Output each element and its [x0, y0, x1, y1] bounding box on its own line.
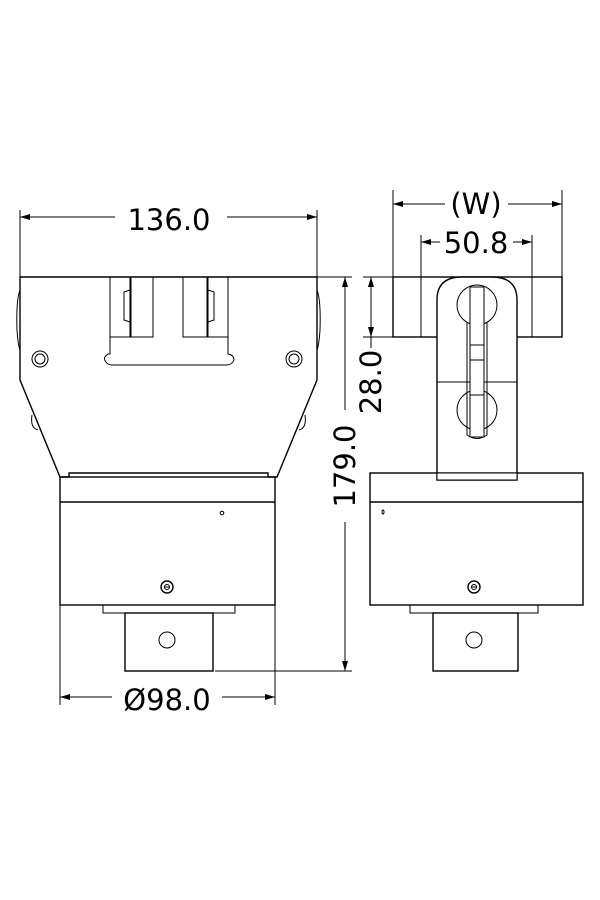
dimension-label-front-width: 136.0: [127, 203, 210, 237]
side-body: [369, 472, 584, 606]
dimension-label-clevis-width: 50.8: [444, 226, 509, 260]
right-jaw-slot: [182, 276, 229, 338]
shank-hole: [465, 631, 483, 649]
front-shank: [124, 612, 214, 672]
left-jaw-slot: [109, 276, 154, 338]
mount-hole-left: [31, 350, 49, 368]
shank-hole: [158, 631, 176, 649]
dimension-label-diameter: Ø98.0: [123, 683, 210, 717]
screw-icon: [160, 580, 174, 594]
dimension-label-top-height: 28.0: [354, 350, 388, 415]
dimension-98: Ø98.0: [59, 605, 276, 717]
side-flange: [409, 604, 539, 614]
dimension-179: 179.0: [215, 276, 362, 672]
front-body: [59, 476, 276, 606]
front-view: [16, 276, 321, 672]
front-top-plate: [19, 276, 318, 478]
dimension-136: 136.0: [19, 203, 318, 277]
front-flange: [102, 604, 236, 614]
jaw-ledge: [103, 337, 235, 366]
dimension-28: 28.0: [354, 276, 393, 415]
mount-hole-right: [285, 350, 303, 368]
dimension-label-height: 179.0: [328, 424, 362, 507]
side-shank: [432, 612, 519, 672]
dimension-w: (W): [392, 187, 563, 277]
side-view: [369, 276, 584, 672]
screw-icon: [467, 580, 481, 594]
dimension-50-8: 50.8: [420, 226, 533, 277]
dimension-label-w: (W): [450, 187, 501, 221]
